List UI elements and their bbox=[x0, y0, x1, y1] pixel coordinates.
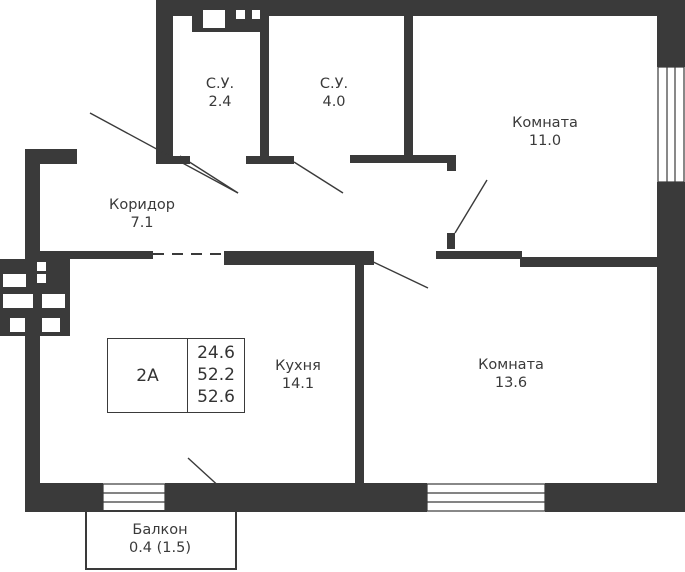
window-right bbox=[657, 66, 685, 183]
apartment-type: 2А bbox=[136, 365, 159, 386]
doors bbox=[89, 112, 488, 491]
living-area: 24.6 bbox=[197, 343, 235, 363]
room-label-balcony: Балкон 0.4 (1.5) bbox=[129, 521, 191, 557]
info-divider bbox=[187, 339, 188, 412]
room-name: С.У. bbox=[319, 76, 349, 92]
room-area: 13.6 bbox=[494, 375, 528, 391]
apartment-info-box: 2А 24.6 52.2 52.6 bbox=[107, 338, 245, 413]
apartment-areas: 24.6 52.2 52.6 bbox=[188, 342, 244, 408]
window-bottom-room bbox=[426, 483, 546, 512]
room-area: 4.0 bbox=[322, 94, 346, 110]
room-label-kitchen: Кухня 14.1 bbox=[275, 357, 321, 393]
room-label-su2: С.У. 4.0 bbox=[320, 75, 348, 111]
room-name: Балкон bbox=[132, 522, 188, 538]
room-name: Комната bbox=[478, 357, 544, 373]
room-name: Кухня bbox=[275, 358, 321, 374]
room-label-corridor: Коридор 7.1 bbox=[109, 196, 175, 232]
room-area: 2.4 bbox=[208, 94, 232, 110]
room-area: 0.4 (1.5) bbox=[128, 540, 192, 556]
total-area-with-balcony: 52.6 bbox=[197, 387, 235, 407]
total-area: 52.2 bbox=[197, 365, 235, 385]
column-cutouts bbox=[3, 10, 260, 332]
room-name: С.У. bbox=[205, 76, 235, 92]
balcony-door-opening bbox=[165, 488, 223, 496]
window-bottom-kitchen bbox=[102, 483, 166, 512]
room-area: 11.0 bbox=[528, 133, 562, 149]
room-label-room1: Комната 11.0 bbox=[512, 114, 578, 150]
room-name: Комната bbox=[512, 115, 578, 131]
room-area: 7.1 bbox=[130, 215, 154, 231]
walls bbox=[0, 0, 685, 512]
room-label-room2: Комната 13.6 bbox=[478, 356, 544, 392]
room-name: Коридор bbox=[109, 197, 175, 213]
room-area: 14.1 bbox=[281, 376, 315, 392]
balcony-outline bbox=[85, 510, 237, 570]
room-label-su1: С.У. 2.4 bbox=[206, 75, 234, 111]
